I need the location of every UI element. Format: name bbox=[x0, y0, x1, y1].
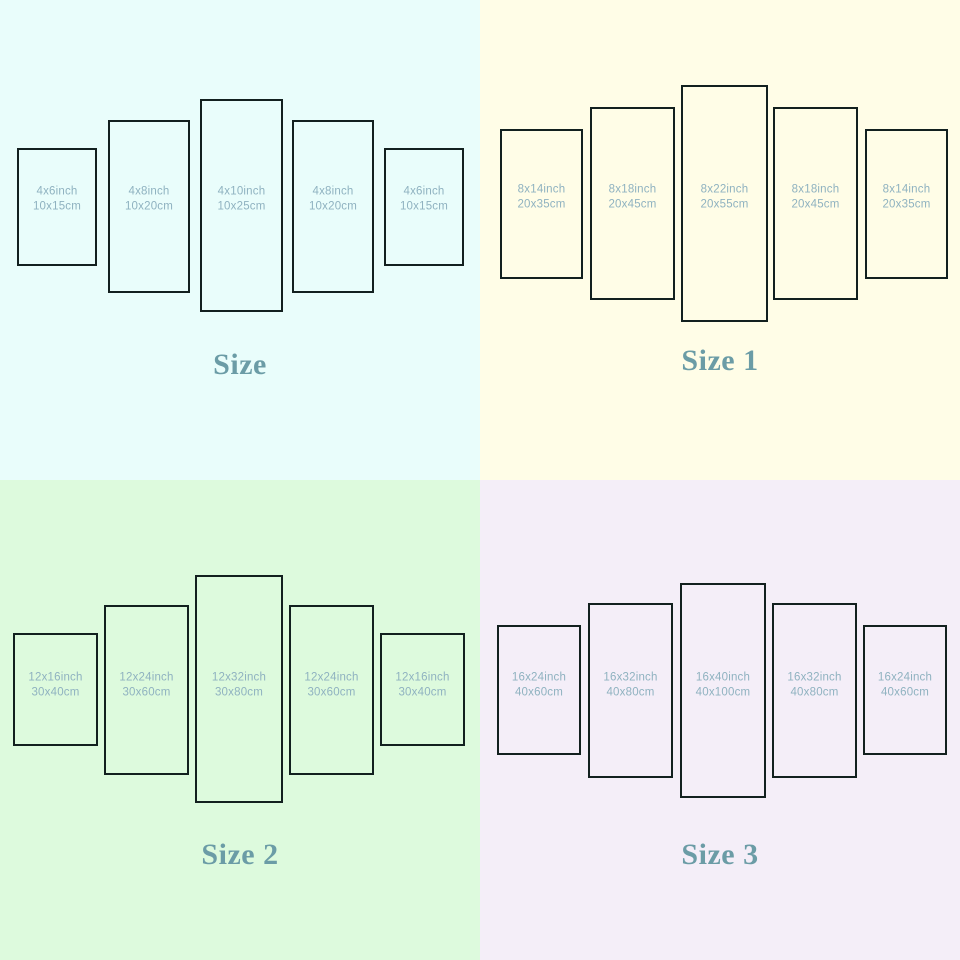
size-inch: 12x24inch bbox=[304, 671, 359, 684]
size-cm: 30x60cm bbox=[122, 686, 171, 698]
canvas-panel-4[interactable]: 8x18inch 20x45cm bbox=[773, 107, 858, 300]
size-cm: 30x40cm bbox=[398, 686, 447, 698]
canvas-size-label: 16x32inch 40x80cm bbox=[774, 671, 855, 700]
size-inch: 8x18inch bbox=[791, 183, 840, 196]
canvas-panel-2[interactable]: 12x24inch 30x60cm bbox=[104, 605, 189, 775]
size-inch: 8x14inch bbox=[517, 183, 566, 196]
canvas-panel-3[interactable]: 8x22inch 20x55cm bbox=[681, 85, 768, 322]
canvas-panel-5[interactable]: 12x16inch 30x40cm bbox=[380, 633, 465, 746]
size-cm: 30x60cm bbox=[307, 686, 356, 698]
canvas-panel-5[interactable]: 4x6inch 10x15cm bbox=[384, 148, 464, 266]
size-cm: 40x60cm bbox=[514, 686, 564, 698]
canvas-size-label: 12x24inch 30x60cm bbox=[291, 671, 372, 700]
quadrant-title-size-2: Size 2 bbox=[201, 838, 279, 871]
size-cm: 30x80cm bbox=[214, 686, 264, 698]
size-inch: 16x32inch bbox=[603, 671, 658, 684]
quadrant-title-size: Size bbox=[213, 348, 267, 381]
size-inch: 16x24inch bbox=[877, 671, 933, 684]
size-cm: 20x45cm bbox=[791, 198, 840, 210]
canvas-size-label: 12x16inch 30x40cm bbox=[382, 671, 463, 700]
size-inch: 16x24inch bbox=[511, 671, 567, 684]
canvas-panel-1[interactable]: 4x6inch 10x15cm bbox=[17, 148, 97, 266]
canvas-size-label: 4x10inch 10x25cm bbox=[202, 185, 281, 214]
size-cm: 40x60cm bbox=[880, 686, 930, 698]
size-inch: 16x40inch bbox=[695, 671, 751, 684]
canvas-panel-5[interactable]: 16x24inch 40x60cm bbox=[863, 625, 947, 755]
size-cm: 10x25cm bbox=[217, 200, 266, 212]
canvas-size-label: 12x16inch 30x40cm bbox=[15, 671, 96, 700]
size-cm: 30x40cm bbox=[31, 686, 80, 698]
size-inch: 12x16inch bbox=[395, 671, 450, 684]
quadrant-size[interactable]: 4x6inch 10x15cm 4x8inch 10x20cm 4x10inch 10x2… bbox=[0, 0, 480, 480]
canvas-size-label: 16x24inch 40x60cm bbox=[499, 671, 579, 700]
canvas-size-label: 4x8inch 10x20cm bbox=[110, 185, 188, 214]
canvas-panel-4[interactable]: 12x24inch 30x60cm bbox=[289, 605, 374, 775]
canvas-panel-3[interactable]: 16x40inch 40x100cm bbox=[680, 583, 766, 798]
canvas-size-label: 4x6inch 10x15cm bbox=[386, 185, 462, 214]
canvas-size-label: 8x22inch 20x55cm bbox=[683, 183, 766, 212]
size-inch: 8x18inch bbox=[608, 183, 657, 196]
canvas-size-label: 12x24inch 30x60cm bbox=[106, 671, 187, 700]
size-inch: 12x24inch bbox=[119, 671, 174, 684]
panel-group-size-1: 8x14inch 20x35cm 8x18inch 20x45cm 8x22inch 20… bbox=[480, 0, 960, 480]
size-cm: 10x20cm bbox=[308, 200, 358, 212]
quadrant-size-1[interactable]: 8x14inch 20x35cm 8x18inch 20x45cm 8x22inch 20… bbox=[480, 0, 960, 480]
size-inch: 4x8inch bbox=[312, 185, 354, 198]
size-inch: 8x14inch bbox=[882, 183, 931, 196]
size-inch: 4x8inch bbox=[128, 185, 170, 198]
canvas-size-label: 16x32inch 40x80cm bbox=[590, 671, 671, 700]
canvas-size-label: 16x40inch 40x100cm bbox=[682, 671, 764, 700]
size-cm: 20x55cm bbox=[700, 198, 749, 210]
canvas-panel-1[interactable]: 8x14inch 20x35cm bbox=[500, 129, 583, 279]
canvas-size-label: 4x8inch 10x20cm bbox=[294, 185, 372, 214]
size-cm: 10x20cm bbox=[124, 200, 174, 212]
canvas-panel-4[interactable]: 16x32inch 40x80cm bbox=[772, 603, 857, 778]
canvas-panel-1[interactable]: 12x16inch 30x40cm bbox=[13, 633, 98, 746]
quadrant-title-size-1: Size 1 bbox=[681, 344, 759, 377]
size-cm: 20x45cm bbox=[608, 198, 657, 210]
canvas-panel-2[interactable]: 4x8inch 10x20cm bbox=[108, 120, 190, 293]
size-cm: 40x80cm bbox=[790, 686, 839, 698]
canvas-panel-3[interactable]: 4x10inch 10x25cm bbox=[200, 99, 283, 312]
quadrant-title-size-3: Size 3 bbox=[681, 838, 759, 871]
canvas-size-label: 8x14inch 20x35cm bbox=[867, 183, 946, 212]
canvas-panel-2[interactable]: 16x32inch 40x80cm bbox=[588, 603, 673, 778]
size-cm: 10x15cm bbox=[399, 200, 449, 212]
canvas-panel-4[interactable]: 4x8inch 10x20cm bbox=[292, 120, 374, 293]
size-cm: 10x15cm bbox=[32, 200, 82, 212]
size-inch: 16x32inch bbox=[787, 671, 842, 684]
size-cm: 20x35cm bbox=[517, 198, 566, 210]
canvas-size-label: 8x18inch 20x45cm bbox=[775, 183, 856, 212]
quadrant-size-3[interactable]: 16x24inch 40x60cm 16x32inch 40x80cm 16x40inc… bbox=[480, 480, 960, 960]
size-inch: 4x6inch bbox=[403, 185, 445, 198]
panel-group-size-2: 12x16inch 30x40cm 12x24inch 30x60cm 12x32inc… bbox=[0, 480, 480, 960]
size-cm: 20x35cm bbox=[882, 198, 931, 210]
quadrant-size-2[interactable]: 12x16inch 30x40cm 12x24inch 30x60cm 12x32inc… bbox=[0, 480, 480, 960]
size-inch: 8x22inch bbox=[700, 183, 749, 196]
size-inch: 4x6inch bbox=[36, 185, 78, 198]
canvas-panel-1[interactable]: 16x24inch 40x60cm bbox=[497, 625, 581, 755]
canvas-size-label: 8x18inch 20x45cm bbox=[592, 183, 673, 212]
size-inch: 12x32inch bbox=[211, 671, 267, 684]
panel-group-size-3: 16x24inch 40x60cm 16x32inch 40x80cm 16x40inc… bbox=[480, 480, 960, 960]
size-cm: 40x80cm bbox=[606, 686, 655, 698]
canvas-panel-2[interactable]: 8x18inch 20x45cm bbox=[590, 107, 675, 300]
canvas-size-label: 4x6inch 10x15cm bbox=[19, 185, 95, 214]
canvas-panel-3[interactable]: 12x32inch 30x80cm bbox=[195, 575, 283, 803]
size-inch: 4x10inch bbox=[217, 185, 266, 198]
canvas-size-label: 16x24inch 40x60cm bbox=[865, 671, 945, 700]
panel-group-size: 4x6inch 10x15cm 4x8inch 10x20cm 4x10inch 10x2… bbox=[0, 0, 480, 480]
canvas-panel-5[interactable]: 8x14inch 20x35cm bbox=[865, 129, 948, 279]
size-inch: 12x16inch bbox=[28, 671, 83, 684]
size-cm: 40x100cm bbox=[695, 686, 751, 698]
canvas-size-label: 8x14inch 20x35cm bbox=[502, 183, 581, 212]
canvas-size-label: 12x32inch 30x80cm bbox=[197, 671, 281, 700]
